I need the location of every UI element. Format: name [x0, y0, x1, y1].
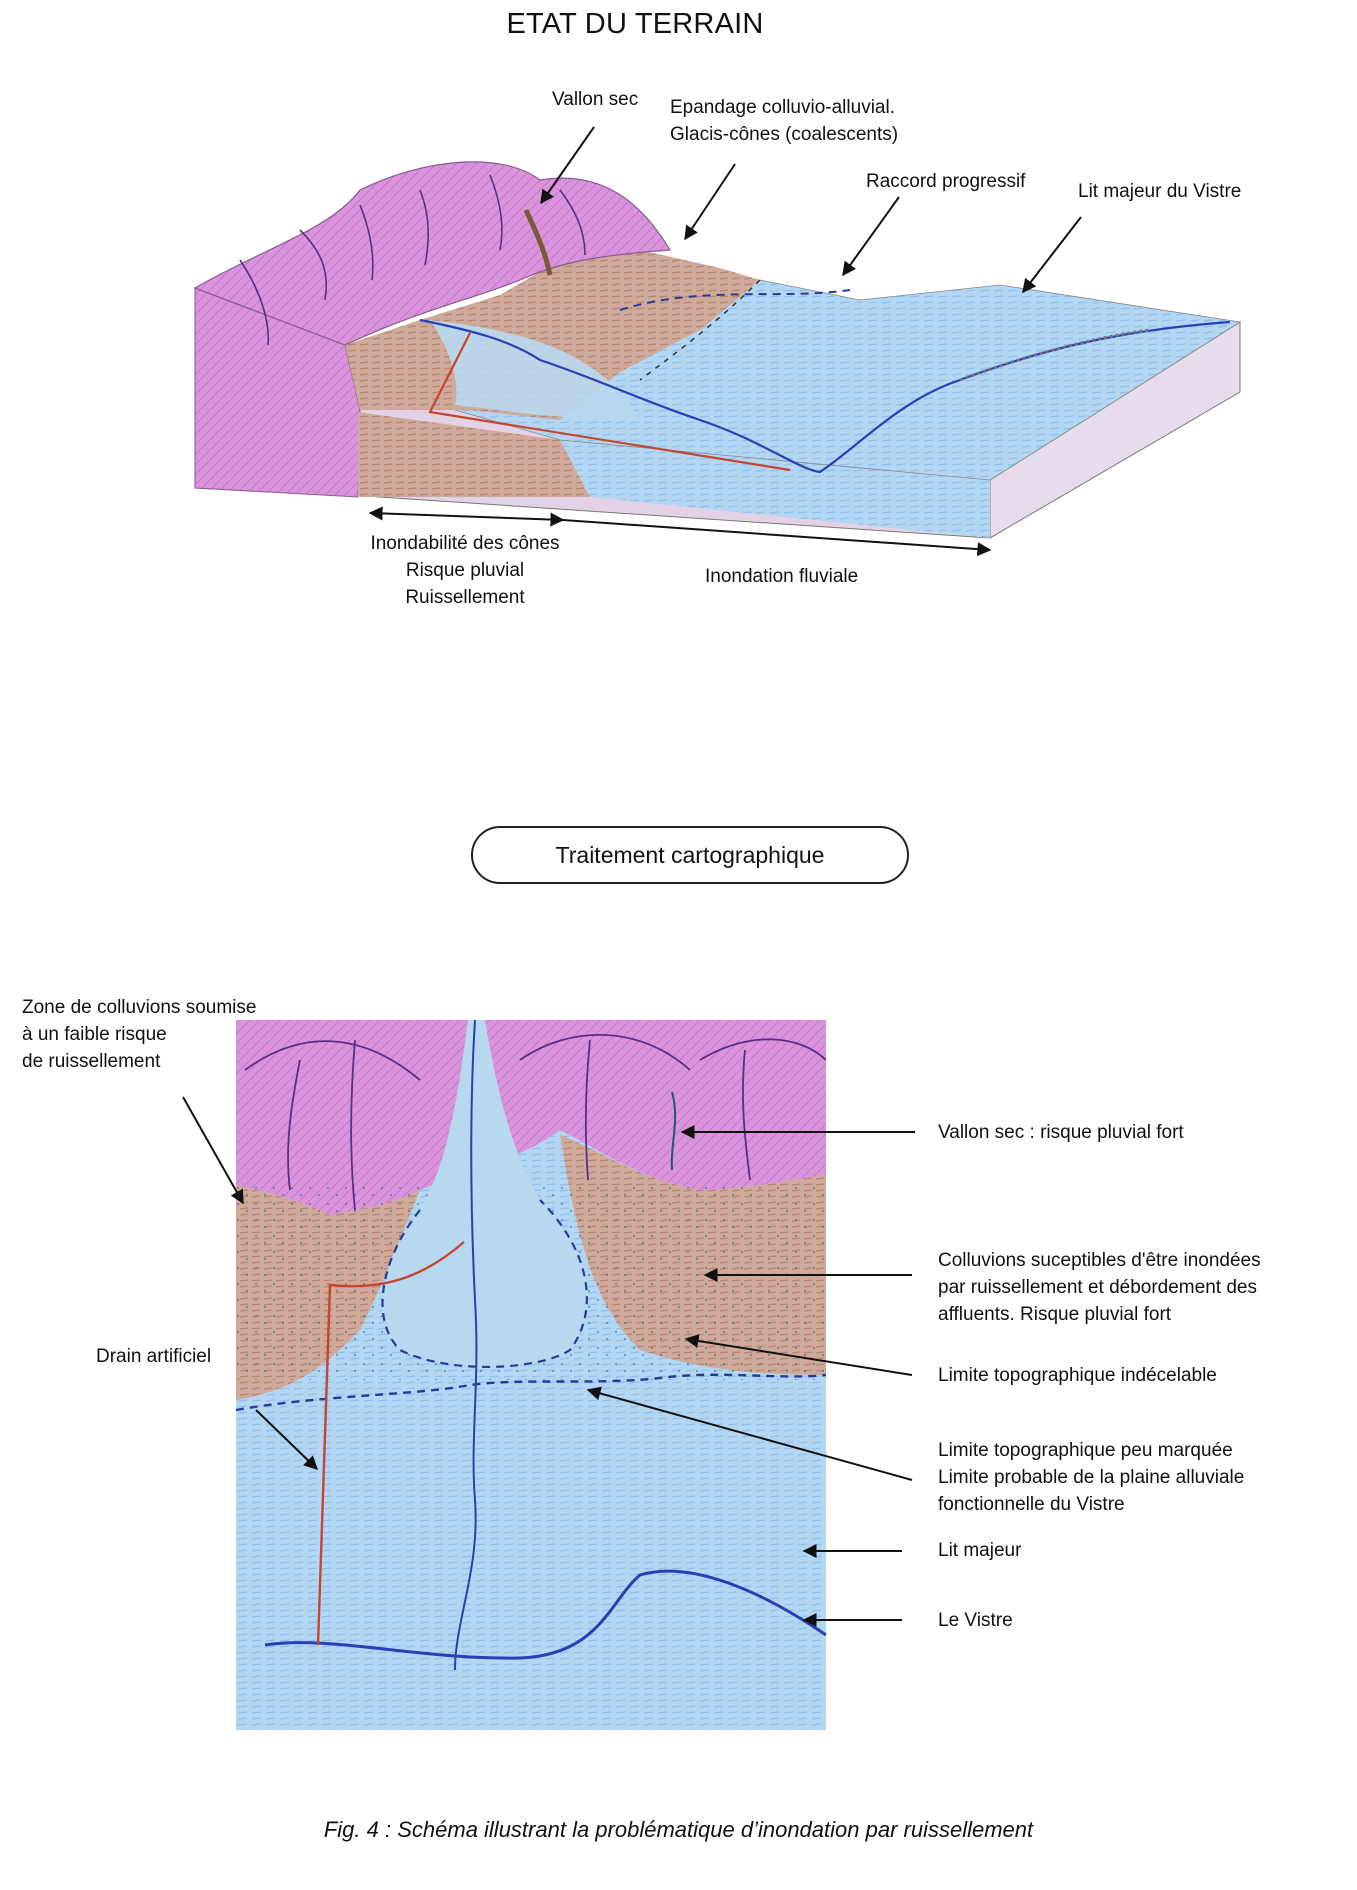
label-inondabilite: Inondabilité des cônes Risque pluvial Ru…	[360, 530, 570, 611]
label-colluvions-inondees: Colluvions suceptibles d'être inondées p…	[938, 1247, 1261, 1328]
figure-caption: Fig. 4 : Schéma illustrant la problémati…	[0, 1817, 1357, 1843]
label-le-vistre: Le Vistre	[938, 1607, 1013, 1634]
label-zone-colluvions: Zone de colluvions soumise à un faible r…	[22, 994, 256, 1075]
label-lit-majeur-vistre: Lit majeur du Vistre	[1078, 178, 1241, 205]
label-vallon-sec-risque: Vallon sec : risque pluvial fort	[938, 1119, 1184, 1146]
label-raccord: Raccord progressif	[866, 168, 1025, 195]
label-lit-majeur: Lit majeur	[938, 1537, 1021, 1564]
label-limite-indecelable: Limite topographique indécelable	[938, 1362, 1217, 1389]
map-diagram	[183, 1020, 915, 1730]
label-limite-peu-marquee: Limite topographique peu marquée Limite …	[938, 1437, 1244, 1518]
label-vallon-sec: Vallon sec	[552, 86, 638, 113]
label-drain-artificiel: Drain artificiel	[96, 1343, 211, 1370]
label-epandage: Epandage colluvio-alluvial. Glacis-cônes…	[670, 94, 898, 148]
label-inondation-fluviale: Inondation fluviale	[705, 563, 858, 590]
section-box-traitement: Traitement cartographique	[471, 826, 909, 884]
